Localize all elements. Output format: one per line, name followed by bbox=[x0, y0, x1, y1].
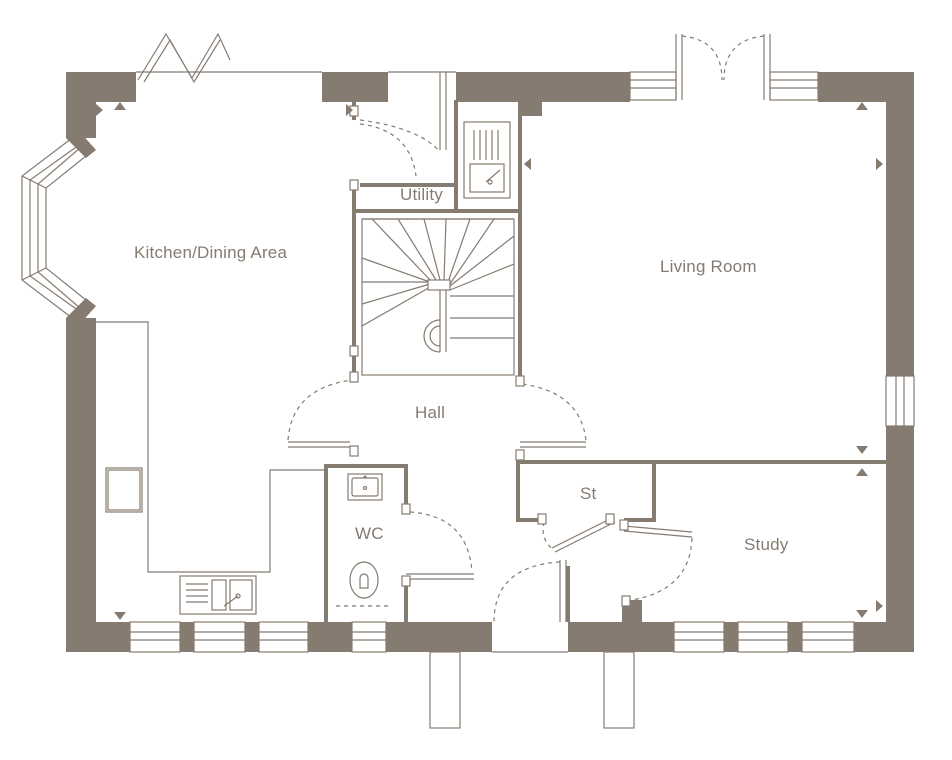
dimension-markers bbox=[96, 102, 883, 620]
basin-icon bbox=[347, 473, 383, 501]
room-label-utility: Utility bbox=[400, 185, 443, 204]
bifold-door-icon bbox=[136, 32, 322, 84]
external-walls bbox=[66, 72, 914, 652]
room-label-study: Study bbox=[744, 535, 789, 554]
kitchen-sink bbox=[179, 575, 257, 615]
french-door-icon bbox=[675, 34, 771, 100]
toilet-icon bbox=[336, 561, 392, 607]
room-label-living: Living Room bbox=[660, 257, 757, 276]
staircase-icon bbox=[361, 218, 515, 376]
hob-icon bbox=[107, 469, 141, 511]
bay-window bbox=[21, 131, 96, 325]
room-label-wc: WC bbox=[355, 524, 384, 543]
internal-doors bbox=[287, 71, 693, 601]
room-label-store: St bbox=[580, 484, 597, 503]
windows bbox=[129, 71, 915, 653]
door-hinges bbox=[349, 105, 631, 607]
sink-icon bbox=[463, 121, 511, 199]
room-label-hall: Hall bbox=[415, 403, 446, 422]
front-door bbox=[429, 560, 635, 729]
room-label-kitchen: Kitchen/Dining Area bbox=[134, 243, 288, 262]
internal-walls bbox=[324, 100, 886, 622]
